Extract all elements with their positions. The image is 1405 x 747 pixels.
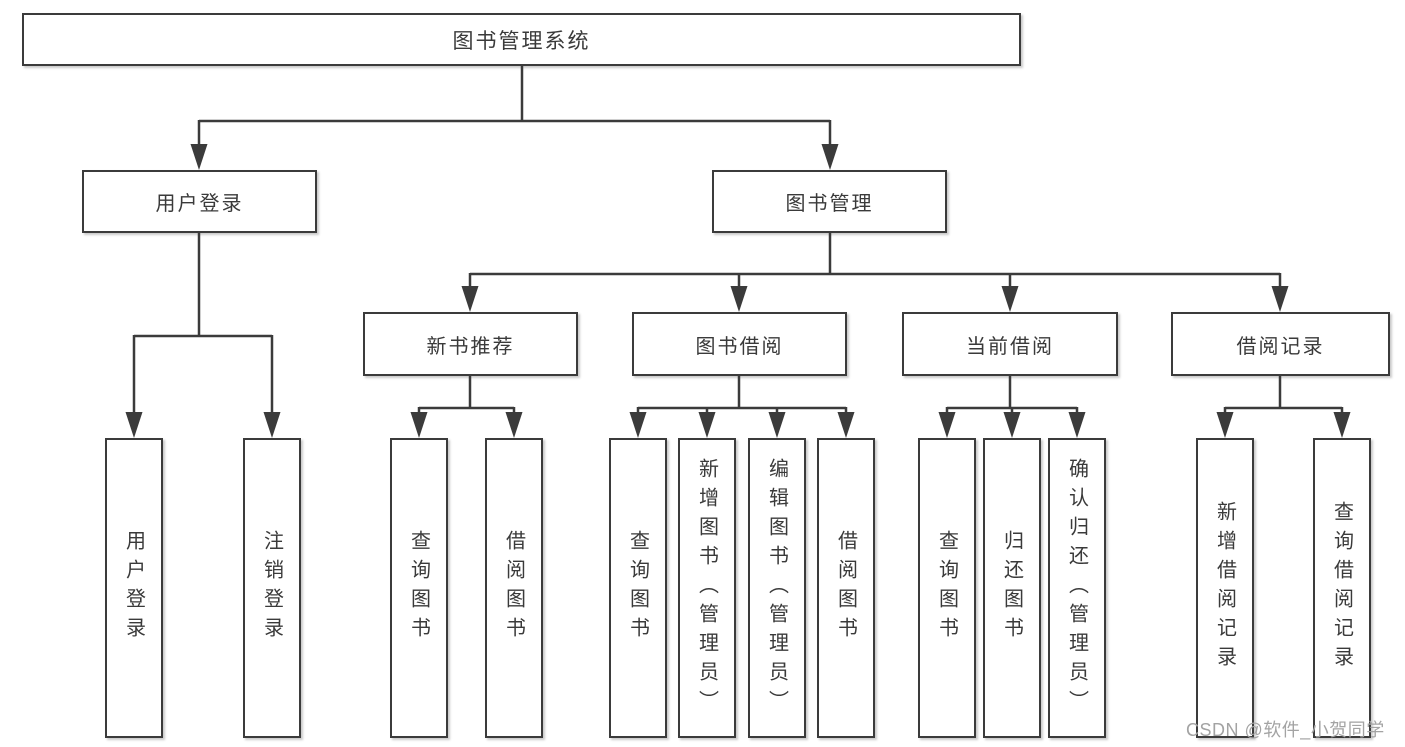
node-borrowing-records: 借阅记录 [1171, 312, 1390, 376]
arrow-down-icons [125, 144, 1351, 438]
leaf-query-books-borrowing: 查询图书 [609, 438, 667, 738]
node-label: 用户登录 [155, 193, 244, 215]
arrow-down-icon [1068, 412, 1086, 438]
node-user-login: 用户登录 [82, 170, 317, 233]
arrow-down-icon [190, 144, 208, 170]
node-label: 当前借阅 [966, 335, 1054, 358]
arrow-down-icon [1271, 286, 1289, 312]
leaf-query-books-recommend: 查询图书 [390, 438, 448, 738]
arrow-down-icon [837, 412, 855, 438]
arrow-down-icon [1001, 286, 1019, 312]
leaf-add-books-admin: 新增图书（管理员） [678, 438, 736, 738]
node-label: 新增图书（管理员） [695, 457, 718, 719]
node-label: 借阅图书 [502, 530, 525, 646]
tree-edges [132, 66, 1344, 416]
arrow-down-icon [505, 412, 523, 438]
node-label: 查询图书 [935, 530, 958, 646]
arrow-down-icon [263, 412, 281, 438]
node-label: 查询图书 [407, 530, 430, 646]
arrow-down-icon [938, 412, 956, 438]
arrow-down-icon [768, 412, 786, 438]
arrow-down-icon [1003, 412, 1021, 438]
arrow-down-icon [125, 412, 143, 438]
node-book-borrowing: 图书借阅 [632, 312, 847, 376]
node-label: 图书管理 [785, 193, 874, 215]
node-label: 查询图书 [626, 530, 649, 646]
leaf-query-books-current: 查询图书 [918, 438, 976, 738]
node-label: 新增借阅记录 [1213, 501, 1236, 675]
node-label: 借阅图书 [834, 530, 857, 646]
node-label: 确认归还（管理员） [1065, 457, 1088, 719]
node-label: 编辑图书（管理员） [765, 457, 788, 719]
arrow-down-icon [698, 412, 716, 438]
arrow-down-icon [629, 412, 647, 438]
node-label: 查询借阅记录 [1330, 501, 1353, 675]
node-label: 新书推荐 [426, 335, 515, 358]
arrow-down-icon [410, 412, 428, 438]
node-label: 图书管理系统 [452, 29, 591, 53]
node-library-management-system: 图书管理系统 [22, 13, 1021, 66]
node-new-book-recommendation: 新书推荐 [363, 312, 578, 376]
arrow-down-icon [730, 286, 748, 312]
arrow-down-icon [461, 286, 479, 312]
leaf-borrow-books: 借阅图书 [817, 438, 875, 738]
node-current-borrowing: 当前借阅 [902, 312, 1118, 376]
leaf-edit-books-admin: 编辑图书（管理员） [748, 438, 806, 738]
leaf-return-books: 归还图书 [983, 438, 1041, 738]
node-label: 注销登录 [260, 530, 283, 646]
node-label: 归还图书 [1000, 530, 1023, 646]
leaf-query-borrow-record: 查询借阅记录 [1313, 438, 1371, 738]
node-label: 借阅记录 [1236, 335, 1325, 358]
node-label: 用户登录 [122, 530, 145, 646]
arrow-down-icon [1333, 412, 1351, 438]
leaf-borrow-books-recommend: 借阅图书 [485, 438, 543, 738]
arrow-down-icon [821, 144, 839, 170]
leaf-confirm-return-admin: 确认归还（管理员） [1048, 438, 1106, 738]
watermark: CSDN @软件_小贺同学 [1186, 720, 1385, 740]
node-label: 图书借阅 [695, 335, 784, 358]
leaf-user-login: 用户登录 [105, 438, 163, 738]
arrow-down-icon [1216, 412, 1234, 438]
node-book-management: 图书管理 [712, 170, 947, 233]
leaf-logout: 注销登录 [243, 438, 301, 738]
leaf-add-borrow-record: 新增借阅记录 [1196, 438, 1254, 738]
